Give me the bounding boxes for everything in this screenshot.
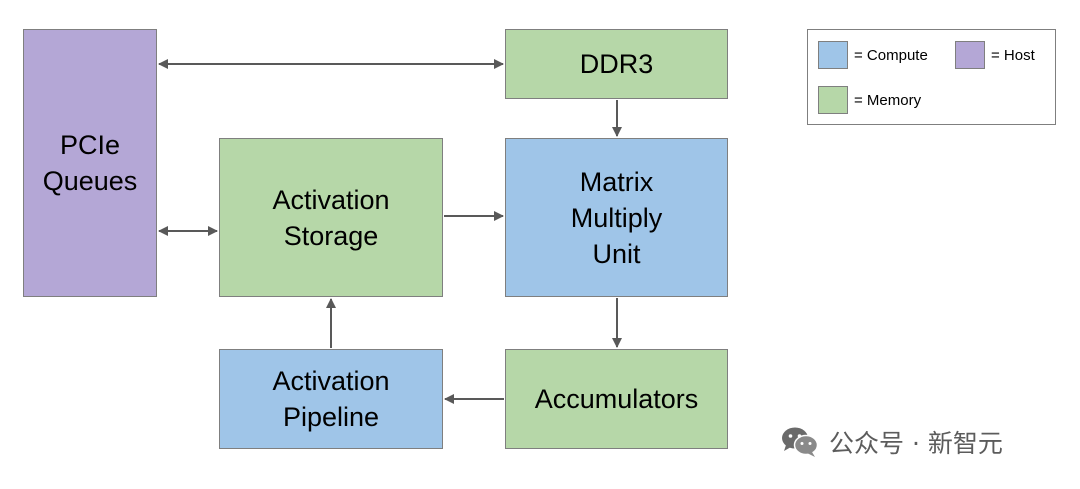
- pcie-queues-label: PCIe Queues: [42, 130, 138, 196]
- legend-item-host: = Host: [955, 41, 1035, 69]
- accumulators-block: Accumulators: [505, 349, 728, 449]
- matrix-multiply-unit-label: Matrix Multiply Unit: [570, 166, 663, 269]
- matrix-multiply-unit-block: Matrix Multiply Unit: [505, 138, 728, 297]
- legend-swatch-compute: [818, 41, 848, 69]
- accumulators-label: Accumulators: [534, 384, 699, 414]
- wechat-icon: [782, 427, 819, 457]
- legend: = Compute = Host = Memory: [807, 29, 1056, 125]
- pcie-queues-block: PCIe Queues: [23, 29, 157, 297]
- legend-label-memory: = Memory: [854, 91, 922, 109]
- ddr3-block: DDR3: [505, 29, 728, 99]
- legend-item-memory: = Memory: [818, 86, 921, 114]
- activation-pipeline-block: Activation Pipeline: [219, 349, 443, 449]
- activation-storage-block: Activation Storage: [219, 138, 443, 297]
- watermark-text: 公众号 · 新智元: [829, 429, 1003, 458]
- legend-label-host: = Host: [991, 46, 1035, 64]
- legend-label-compute: = Compute: [854, 46, 928, 64]
- activation-pipeline-label: Activation Pipeline: [272, 366, 390, 432]
- legend-swatch-memory: [818, 86, 848, 114]
- ddr3-label: DDR3: [579, 49, 654, 79]
- watermark: 公众号 · 新智元: [781, 424, 1003, 460]
- legend-item-compute: = Compute: [818, 41, 928, 69]
- legend-swatch-host: [955, 41, 985, 69]
- activation-storage-label: Activation Storage: [272, 184, 390, 251]
